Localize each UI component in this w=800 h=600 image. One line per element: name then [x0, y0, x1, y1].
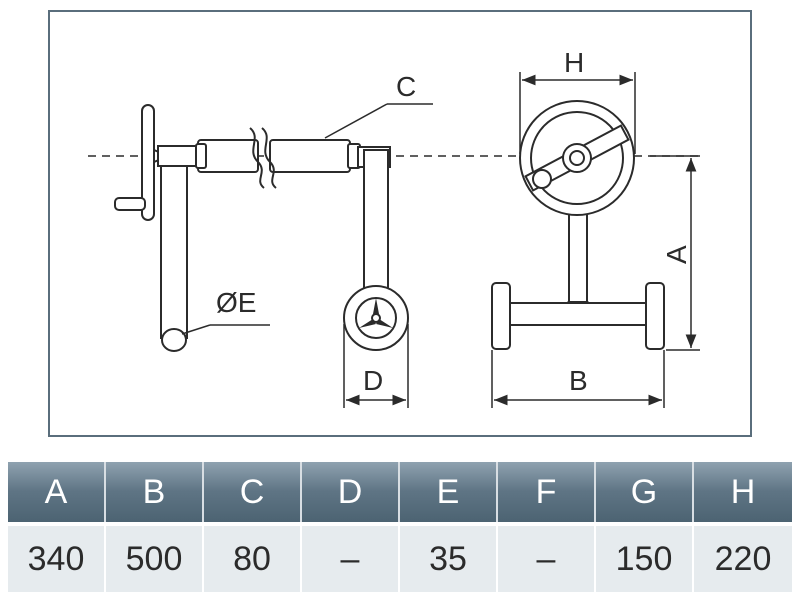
left-arm-vertical: [160, 147, 188, 339]
tube-c-endcap-left: [195, 143, 207, 169]
table-row: 340 500 80 – 35 – 150 220: [8, 522, 792, 592]
side-view: [114, 104, 409, 352]
dim-b: [491, 350, 665, 408]
header-cell-d: D: [302, 462, 400, 522]
header-cell-g: G: [596, 462, 694, 522]
roller-end-E: [161, 328, 187, 352]
handwheel-front-hub-inner: [569, 150, 585, 166]
tube-c-right: [269, 139, 351, 173]
label-h: H: [564, 47, 584, 78]
technical-drawing-frame: C ØE D: [48, 10, 752, 437]
value-cell-c: 80: [204, 522, 302, 592]
technical-drawing: C ØE D: [88, 47, 700, 408]
front-base-wheel-left: [491, 282, 511, 350]
handwheel-front-knob: [532, 169, 552, 189]
header-cell-f: F: [498, 462, 596, 522]
label-b: B: [569, 365, 588, 396]
header-cell-h: H: [694, 462, 792, 522]
value-cell-e: 35: [400, 522, 498, 592]
leader-e: [181, 324, 270, 335]
label-d: D: [363, 365, 383, 396]
label-e: ØE: [216, 287, 256, 318]
dim-d: [343, 324, 409, 408]
value-cell-f: –: [498, 522, 596, 592]
break-marks: [249, 127, 277, 189]
value-cell-g: 150: [596, 522, 694, 592]
label-a: A: [661, 245, 692, 264]
value-cell-a: 340: [8, 522, 106, 592]
front-base-wheel-right: [645, 282, 665, 350]
header-cell-a: A: [8, 462, 106, 522]
crank-handle: [114, 197, 146, 211]
front-base-bar: [509, 302, 647, 326]
value-cell-h: 220: [694, 522, 792, 592]
value-cell-d: –: [302, 522, 400, 592]
dimension-table: A B C D E F G H 340 500 80 – 35 – 150 22…: [8, 462, 792, 592]
front-view: [491, 100, 665, 350]
label-c: C: [396, 71, 416, 102]
header-cell-e: E: [400, 462, 498, 522]
dim-h: [519, 72, 636, 154]
dim-a: [650, 155, 700, 351]
right-arm-vertical: [363, 149, 389, 291]
table-header-row: A B C D E F G H: [8, 462, 792, 522]
header-cell-b: B: [106, 462, 204, 522]
leader-c: [324, 103, 433, 139]
value-cell-b: 500: [106, 522, 204, 592]
header-cell-c: C: [204, 462, 302, 522]
wheel-D-spokes: [359, 298, 393, 328]
